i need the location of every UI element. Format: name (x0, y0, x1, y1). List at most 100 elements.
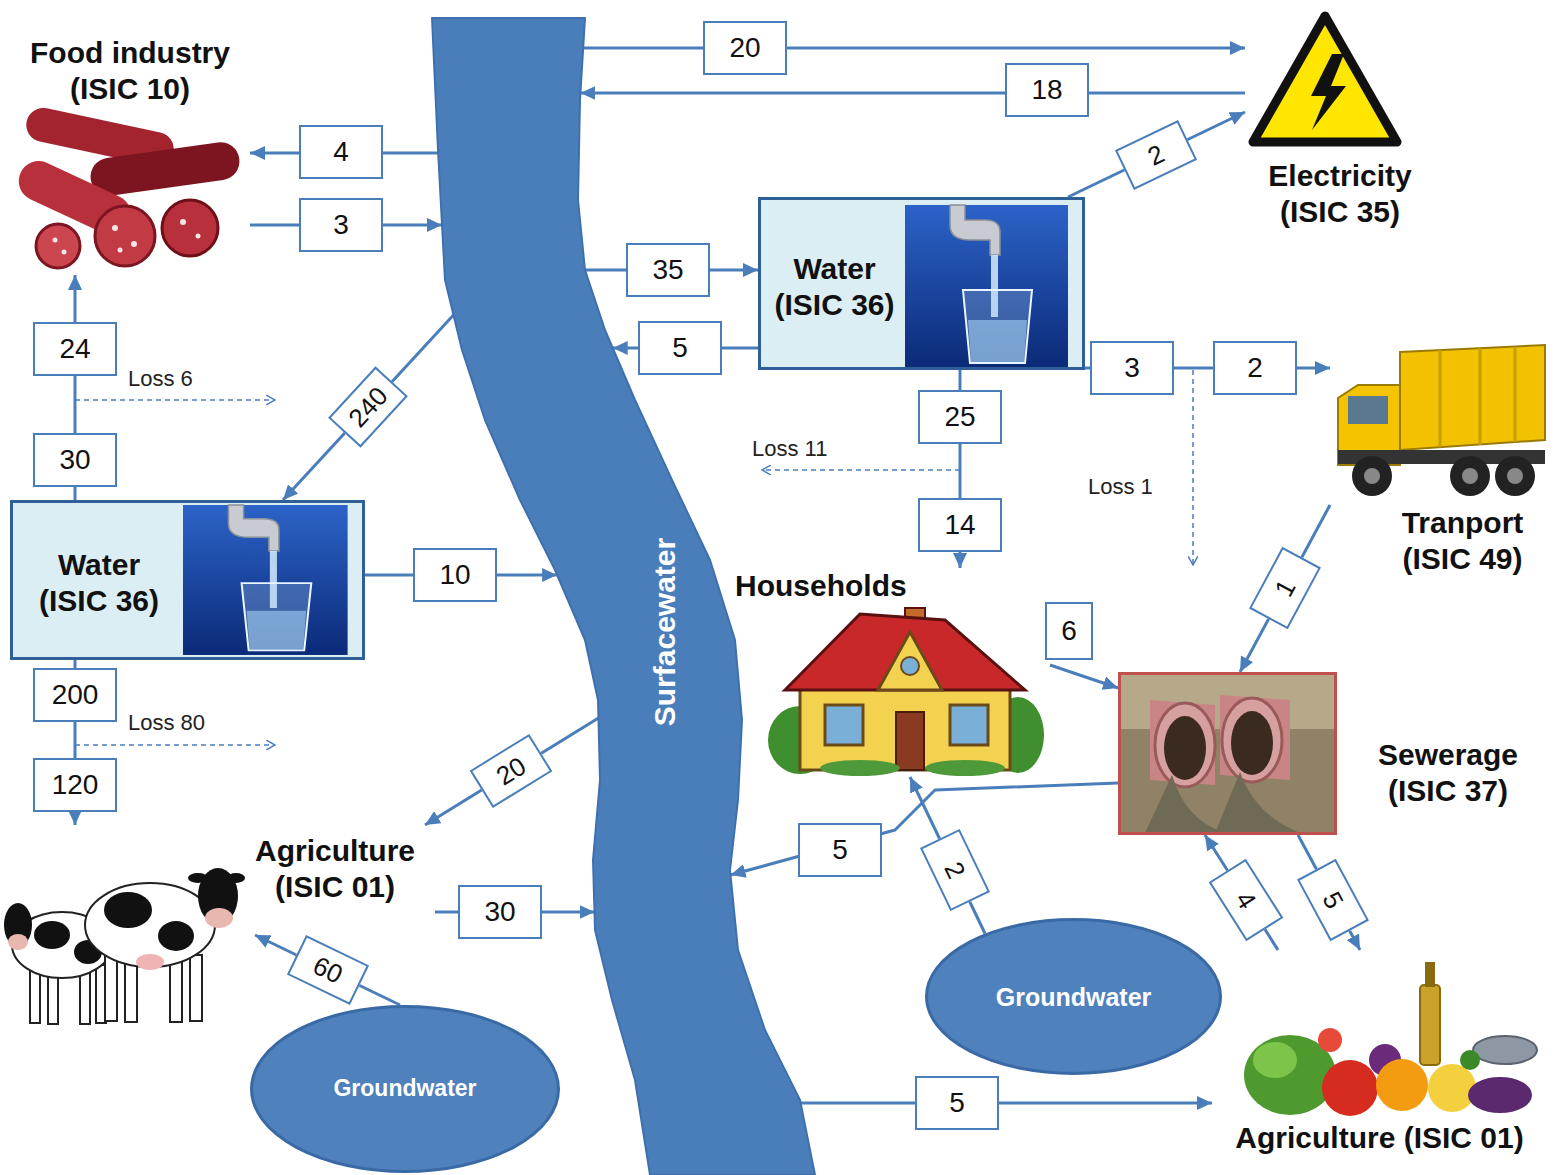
vegetables-picture (1322, 1060, 1378, 1116)
truck-picture (1439, 350, 1442, 447)
house-picture (785, 614, 1025, 690)
sewerage-box: Sewerage (ISIC 37) (1118, 672, 1337, 835)
water-box-fill (10, 500, 365, 660)
tap-picture (183, 505, 348, 655)
vegetables-picture (1473, 1036, 1537, 1064)
electricity-sign (1253, 16, 1397, 142)
value-box-holder: 2 (920, 848, 990, 892)
loss-note-holder: Loss 6 (128, 366, 193, 392)
sausage-picture (36, 224, 80, 268)
vegetables-picture (1318, 1028, 1342, 1052)
value-box-holder: 240 (333, 385, 403, 429)
flow-value: 25 (918, 390, 1002, 444)
value-box-holder: 120 (33, 758, 117, 812)
sewer-pipes-picture (1120, 674, 1335, 833)
flow-value: 200 (33, 668, 117, 722)
truck-picture (1479, 348, 1482, 445)
truck-picture (1450, 456, 1490, 496)
node-label: Surfacewater (647, 538, 683, 726)
flow-value: 20 (470, 734, 553, 808)
value-box-holder: 18 (1005, 63, 1089, 117)
sausage-picture (12, 105, 242, 268)
cows-picture (205, 908, 233, 928)
cows-picture (104, 892, 152, 928)
value-box-holder: 5 (915, 1076, 999, 1130)
value-box-holder: 3 (299, 198, 383, 252)
cows-picture (8, 934, 28, 950)
sausage-picture (180, 219, 186, 225)
value-box-holder: 14 (918, 498, 1002, 552)
truck-picture (1364, 468, 1380, 484)
value-box-holder: 35 (626, 243, 710, 297)
sausage-picture (95, 206, 155, 266)
vegetables-picture (1244, 962, 1537, 1116)
loss-note-holder: Loss 11 (752, 436, 827, 462)
loss-note: Loss 6 (128, 366, 193, 391)
node-label: Water (ISIC 36) (24, 547, 174, 619)
house-picture (878, 632, 942, 690)
electricity-node: Electricity (ISIC 35) (1245, 8, 1435, 248)
value-box-holder: 2 (1121, 133, 1191, 177)
flow-arrow (583, 47, 1245, 50)
house-picture (896, 712, 924, 770)
flow-value: 20 (703, 21, 787, 75)
value-box-holder: 25 (918, 390, 1002, 444)
truck-picture (1352, 456, 1392, 496)
sausage-picture (131, 241, 137, 247)
value-box-holder: 24 (33, 322, 117, 376)
value-box-holder: 4 (1211, 878, 1281, 922)
sewer-pipes-picture (1215, 772, 1300, 833)
vegetables-picture (1420, 985, 1440, 1065)
flow-arrow (425, 718, 599, 825)
label-wrap: Food industry (ISIC 10) (10, 35, 250, 107)
sausage-picture (88, 140, 242, 199)
flow-value: 4 (299, 125, 383, 179)
flow-value: 24 (33, 322, 117, 376)
flow-value: 30 (33, 433, 117, 487)
cows-picture (227, 873, 245, 883)
water-utility-box: Water (ISIC 36) (758, 197, 1085, 370)
house-picture (768, 608, 1044, 776)
loss-note: Loss 1 (1088, 474, 1153, 499)
flow-value: 4 (1209, 859, 1284, 942)
flow-arrow (1050, 665, 1118, 688)
flow-arrow (1240, 505, 1330, 672)
flow-arrow (801, 1102, 1212, 1105)
node-label: Tranport (ISIC 49) (1402, 506, 1524, 575)
flow-value: 30 (458, 885, 542, 939)
truck-picture (1400, 345, 1545, 450)
electricity-sign (1253, 16, 1397, 142)
groundwater-ellipse: Groundwater (250, 1005, 560, 1173)
label-wrap: Electricity (ISIC 35) (1245, 158, 1435, 230)
house-picture (820, 760, 900, 776)
sausage-picture (112, 225, 118, 231)
label-wrap: Water (ISIC 36) (761, 200, 908, 373)
flow-value: 5 (915, 1076, 999, 1130)
loss-leader (1192, 370, 1194, 565)
value-box-holder: 2 (1213, 341, 1297, 395)
flow-value: 5 (638, 321, 722, 375)
truck-picture (1507, 468, 1523, 484)
house-picture (925, 760, 1005, 776)
water-utility-box: Water (ISIC 36) (10, 500, 365, 660)
flow-value: 5 (1297, 859, 1369, 941)
loss-note-holder: Loss 1 (1088, 474, 1153, 500)
truck-picture (1462, 468, 1478, 484)
value-box-holder: 30 (33, 433, 117, 487)
house-picture (901, 657, 919, 675)
sausage-picture (196, 234, 201, 239)
cows-picture (4, 868, 245, 1024)
node-label: Groundwater (333, 1075, 476, 1103)
label-wrap: Sewerage (ISIC 37) (1353, 737, 1543, 809)
loss-leader (75, 399, 275, 401)
node-label: Food industry (ISIC 10) (30, 36, 230, 105)
sewer-pipes-picture (1222, 698, 1282, 782)
groundwater-ellipse: Groundwater (925, 918, 1222, 1075)
sausage-picture (62, 250, 67, 255)
flow-value: 6 (1045, 602, 1093, 660)
value-box-holder: 6 (1045, 602, 1093, 660)
sewer-pipes-picture (1231, 711, 1273, 775)
cows-picture (158, 921, 194, 951)
value-box-holder: 60 (293, 948, 363, 992)
